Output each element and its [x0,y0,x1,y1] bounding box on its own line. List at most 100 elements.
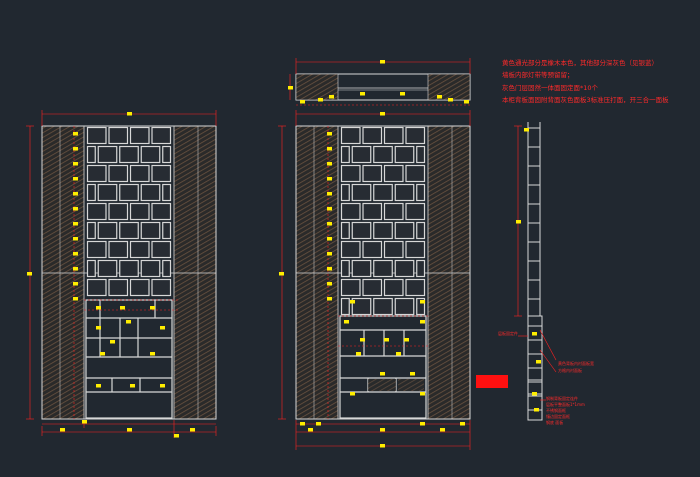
callout-3: 方格内衬面板 [558,368,582,373]
dim-marker [404,338,409,342]
brick [151,164,172,183]
dim-marker [356,352,361,356]
brick [373,183,393,202]
dim-marker [327,267,332,271]
dim-marker [448,98,453,102]
dim-marker [437,95,442,99]
brick [108,126,129,145]
callout-8: 钢底 面板 [546,420,564,425]
brick [394,297,415,316]
dim-marker [174,434,179,438]
dim-marker [360,338,365,342]
brick [351,145,372,164]
brick [405,164,426,183]
brick [340,202,361,221]
dim-marker [126,320,131,324]
brick [151,202,172,221]
dim-marker [127,428,132,432]
brick [151,240,172,259]
dim-marker [150,352,155,356]
dim-marker [327,222,332,226]
brick [340,259,350,278]
brick [340,183,350,202]
dim-marker [327,192,332,196]
callout-7: 镶边固定面框 [546,414,570,419]
brick [86,183,96,202]
dim-marker [532,392,537,396]
dim-marker [110,340,115,344]
dim-marker [420,300,425,304]
brick [383,126,404,145]
dim-marker [384,338,389,342]
dim-marker [127,112,132,116]
brick [351,259,372,278]
dim-marker [279,272,284,276]
brick [362,164,383,183]
dim-marker [73,162,78,166]
callout-5: 层板平整面板1*1mm [546,402,585,407]
brick [383,202,404,221]
dim-marker [460,422,465,426]
dim-marker [73,132,78,136]
dim-marker [396,352,401,356]
dim-marker [350,300,355,304]
brick-wall-left [86,126,172,297]
dim-marker [160,384,165,388]
brick [405,240,426,259]
dim-marker [534,408,539,412]
brick [373,297,393,316]
dim-marker [73,282,78,286]
dim-marker [73,192,78,196]
dim-marker [120,306,125,310]
dim-marker [327,297,332,301]
brick [162,145,172,164]
brick [416,259,426,278]
brick [362,202,383,221]
dim-marker [130,384,135,388]
brick [362,240,383,259]
callout-1: 层板固定件 [498,331,518,336]
dim-marker [73,147,78,151]
dim-marker [380,60,385,64]
right-hatched-panel [174,126,216,419]
dim-marker [100,352,105,356]
dim-marker [350,392,355,396]
brick [129,240,150,259]
brick [373,259,393,278]
brick [140,221,161,240]
brick [129,278,150,297]
dim-marker [96,326,101,330]
dim-marker [327,252,332,256]
dim-marker [420,422,425,426]
section-shelves [528,127,542,411]
brick [162,259,172,278]
brick [362,126,383,145]
dim-marker [96,384,101,388]
brick [416,145,426,164]
brick [162,221,172,240]
right-section-view [476,122,557,421]
brick [86,145,96,164]
brick [394,145,415,164]
dim-marker [360,92,365,96]
brick [119,259,139,278]
callout-2: 黄色背板内衬面板宽 [558,361,594,366]
brick [97,259,118,278]
brick [162,183,172,202]
brick [383,164,404,183]
brick [140,259,161,278]
dim-marker [327,177,332,181]
dim-marker [316,422,321,426]
dim-marker [536,360,541,364]
brick [86,202,107,221]
brick [119,183,139,202]
brick [416,183,426,202]
dim-marker [420,392,425,396]
note-line-1: 黄色通光部分是橡木本色，其他部分深灰色（见银蓝） [502,59,658,67]
right-hatched-panel-center [428,126,470,419]
dim-marker [160,326,165,330]
brick [416,297,426,316]
dim-marker [73,222,78,226]
brick-wall-center [340,126,426,316]
